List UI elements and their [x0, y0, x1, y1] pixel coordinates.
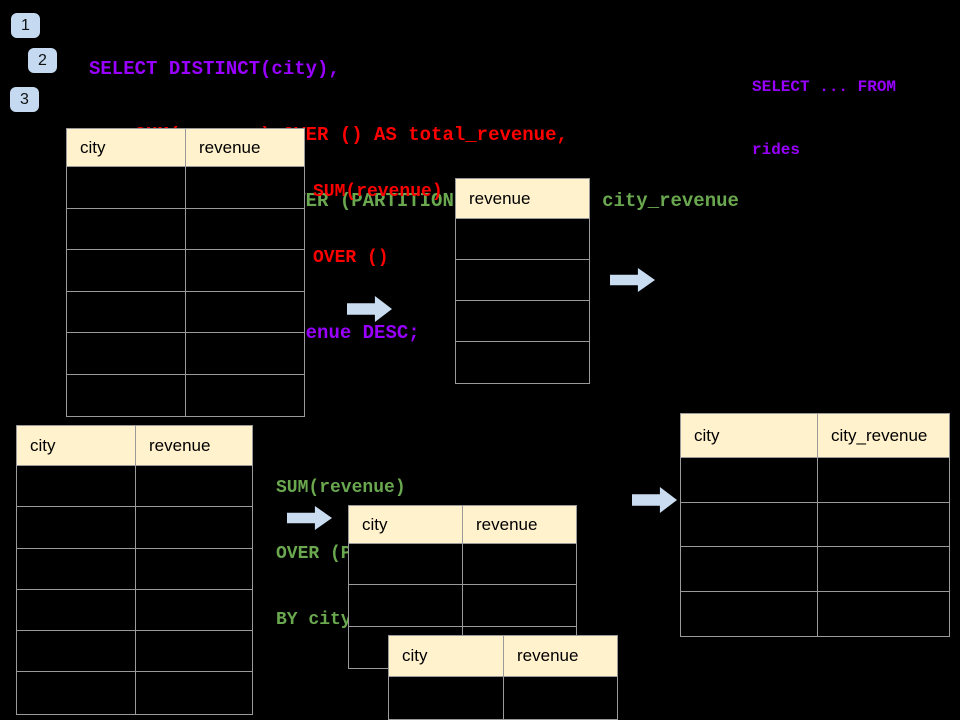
table-row: [681, 547, 949, 592]
table-cell: [681, 547, 818, 592]
table-row: [681, 502, 949, 547]
table-cell: [17, 631, 136, 673]
table-total-revenue-result: revenue: [455, 178, 590, 384]
table-partition-front: city revenue: [388, 635, 618, 720]
column-header-city: city: [389, 636, 504, 677]
table-row: [17, 548, 252, 590]
table-source-top: city revenue: [66, 128, 305, 417]
table-cell: [504, 677, 617, 719]
table-cell: [136, 466, 252, 508]
table-cell: [67, 291, 186, 333]
column-header-revenue: revenue: [186, 129, 304, 167]
table-row: [681, 591, 949, 637]
table-cell: [463, 544, 576, 586]
table-cell: [17, 548, 136, 590]
table-cell: [818, 503, 949, 547]
table-city-revenue-result: city city_revenue: [680, 413, 950, 637]
table-cell: [17, 507, 136, 549]
table-cell: [186, 292, 304, 333]
column-header-city: city: [349, 506, 463, 544]
table-cell: [186, 167, 304, 209]
table-cell: [681, 458, 818, 503]
column-header-revenue: revenue: [136, 426, 252, 466]
column-header-revenue: revenue: [504, 636, 617, 677]
table-row: [681, 458, 949, 503]
table-source-bottom: city revenue: [16, 425, 253, 715]
over-total-line2: OVER (): [313, 248, 389, 268]
select-from-note-line1: SELECT ... FROM: [752, 78, 897, 96]
table-cell: [818, 547, 949, 592]
table-cell: [349, 585, 463, 627]
table-cell: [818, 458, 949, 503]
step-badge-1: 1: [11, 13, 40, 38]
over-total-annotation: SUM(revenue) OVER (): [313, 137, 443, 313]
table-row: [456, 260, 589, 301]
step-badge-2: 2: [28, 48, 57, 73]
table-cell: [463, 585, 576, 627]
table-cell: [136, 590, 252, 632]
table-cell: [67, 167, 186, 209]
over-partition-line1: SUM(revenue): [276, 478, 406, 498]
table-cell: [17, 466, 136, 508]
table-row: [17, 672, 252, 714]
table-row: [67, 333, 304, 375]
over-total-line1: SUM(revenue): [313, 182, 443, 202]
select-from-note-line2: rides: [752, 141, 801, 159]
table-cell: [67, 333, 186, 375]
table-row: [67, 208, 304, 250]
table-cell: [456, 219, 589, 260]
table-cell: [67, 374, 186, 416]
table-row: [17, 466, 252, 508]
column-header-city: city: [17, 426, 136, 466]
table-row: [67, 167, 304, 209]
table-cell: [17, 589, 136, 632]
table-row: [67, 374, 304, 417]
step-badge-3: 3: [10, 87, 39, 112]
sql-line-select: SELECT DISTINCT(city),: [89, 58, 340, 80]
arrow-right-icon: [632, 487, 677, 513]
table-cell: [456, 342, 589, 383]
column-header-revenue: revenue: [456, 179, 589, 219]
table-row: [17, 631, 252, 673]
table-cell: [389, 677, 504, 719]
table-cell: [17, 672, 136, 714]
table-row: [349, 585, 576, 627]
table-cell: [186, 250, 304, 292]
table-cell: [186, 333, 304, 375]
table-row: [456, 219, 589, 260]
table-cell: [456, 301, 589, 342]
table-cell: [681, 502, 818, 547]
table-cell: [186, 375, 304, 417]
table-row: [17, 589, 252, 632]
column-header-revenue: revenue: [463, 506, 576, 544]
column-header-city: city: [681, 414, 818, 458]
table-row: [349, 544, 576, 586]
table-cell: [67, 250, 186, 292]
table-cell: [186, 209, 304, 250]
table-row: [456, 342, 589, 383]
table-cell: [818, 592, 949, 637]
table-row: [456, 301, 589, 342]
column-header-city-revenue: city_revenue: [818, 414, 949, 458]
table-row: [67, 291, 304, 333]
table-cell: [349, 544, 463, 586]
table-row: [67, 250, 304, 292]
select-from-note: SELECT ... FROM rides: [752, 35, 896, 203]
table-cell: [67, 208, 186, 250]
table-cell: [681, 591, 818, 636]
column-header-city: city: [67, 129, 186, 167]
table-row: [17, 507, 252, 549]
table-cell: [456, 260, 589, 301]
table-cell: [136, 549, 252, 590]
table-cell: [136, 507, 252, 549]
table-cell: [136, 672, 252, 713]
table-cell: [136, 631, 252, 673]
table-row: [389, 677, 617, 719]
